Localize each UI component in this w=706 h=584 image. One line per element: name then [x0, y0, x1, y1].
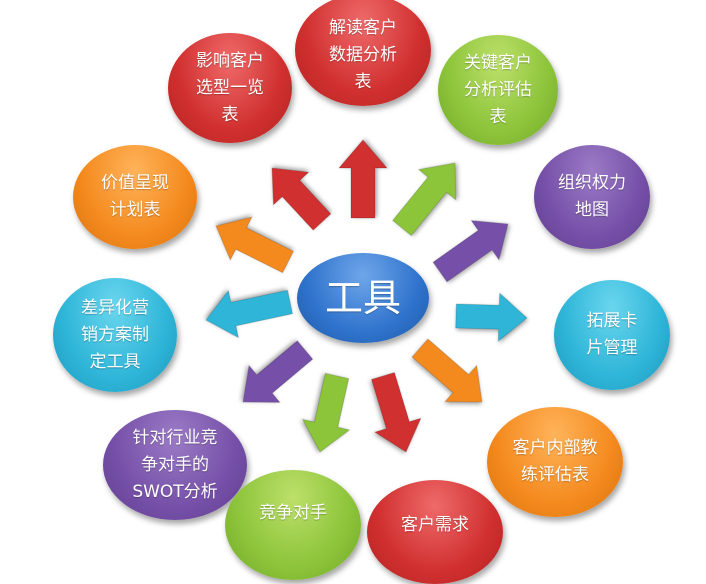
arrow-left-cyan-icon: [205, 289, 294, 339]
node-customer-data-analysis: 解读客户 数据分析 表: [295, 0, 431, 106]
node-card-management: 拓展卡 片管理: [554, 280, 670, 390]
arrow-right-up-purple-icon: [432, 219, 509, 283]
node-competitors: 竞争对手: [225, 470, 361, 580]
node-swot-analysis: 针对行业竞 争对手的 SWOT分析: [103, 410, 247, 520]
arrow-up-red-icon: [337, 139, 389, 219]
arrows-layer: [205, 139, 528, 453]
center-label: 工具: [324, 275, 401, 320]
node-internal-coach-evaluation: 客户内部教 练评估表: [487, 407, 623, 517]
center-node-tools: 工具: [297, 253, 429, 343]
node-differentiated-marketing: 差异化营 销方案制 定工具: [53, 278, 177, 392]
arrow-down-red-icon: [370, 371, 422, 453]
node-org-power-map: 组织权力 地图: [534, 145, 650, 249]
arrow-right-down-orange-icon: [411, 338, 483, 403]
arrow-left-up-orange-icon: [215, 216, 295, 274]
node-customer-needs: 客户需求: [367, 480, 503, 584]
node-key-customer-evaluation: 关键客户 分析评估 表: [438, 35, 558, 145]
arrow-right-cyan-icon: [455, 292, 528, 343]
arrow-left-down-purple-icon: [242, 340, 314, 403]
node-value-presentation-plan: 价值呈现 计划表: [73, 145, 197, 249]
arrow-down-green-icon: [301, 372, 351, 453]
node-customer-selection-list: 影响客户 选型一览 表: [168, 33, 292, 143]
arrow-upright-green-icon: [391, 162, 457, 237]
arrow-upleft-red-icon: [271, 167, 332, 231]
